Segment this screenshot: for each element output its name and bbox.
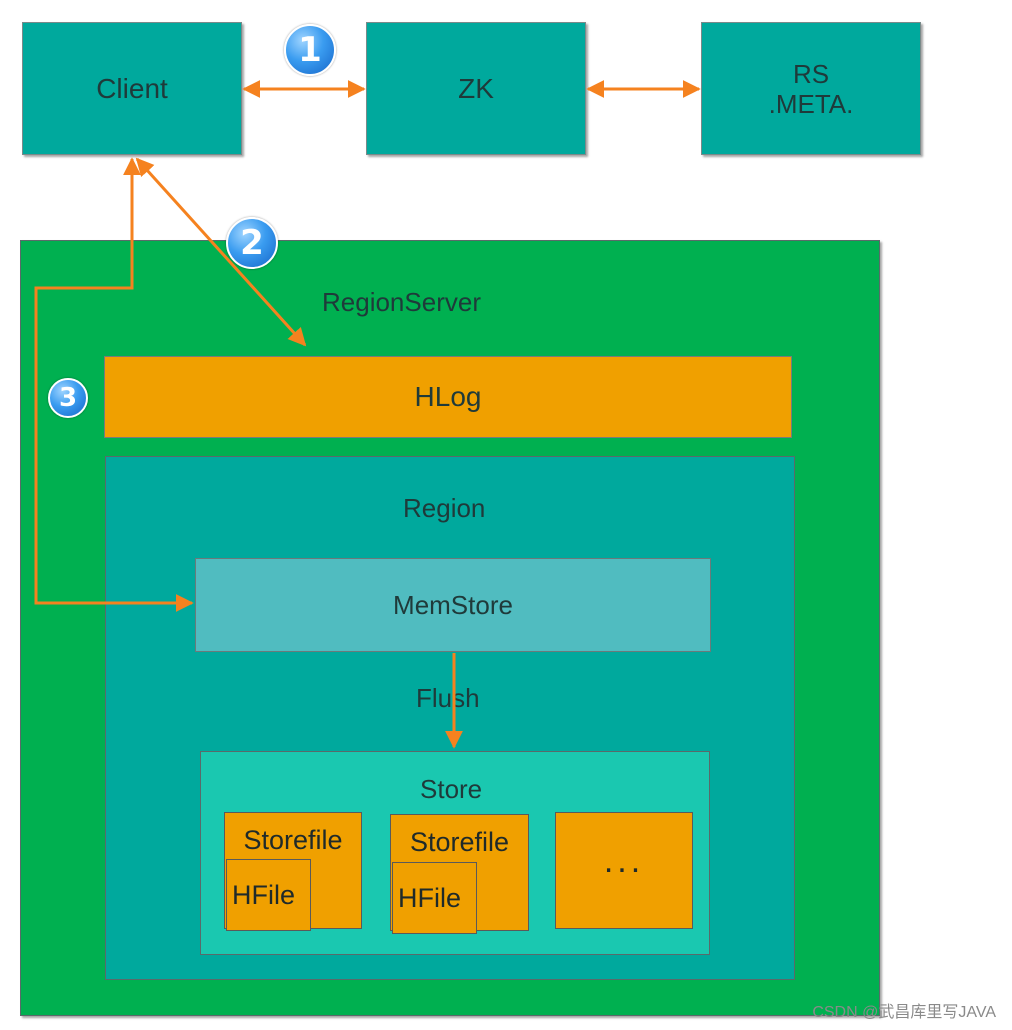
memstore-box: MemStore xyxy=(195,558,711,652)
step-1-icon: 1 xyxy=(284,24,336,76)
memstore-label: MemStore xyxy=(393,589,513,620)
more-storefiles-label: ... xyxy=(603,842,645,880)
flush-label: Flush xyxy=(416,683,480,713)
region-server-label: RegionServer xyxy=(322,287,481,317)
zk-label: ZK xyxy=(458,72,494,104)
more-storefiles-box: ... xyxy=(555,812,693,929)
hlog-box: HLog xyxy=(104,356,792,438)
client-label: Client xyxy=(96,72,168,104)
store-label: Store xyxy=(420,774,483,804)
hfile-label: HFile xyxy=(232,879,296,910)
hlog-label: HLog xyxy=(414,381,482,412)
rs-meta-box: RS .META. xyxy=(701,22,921,155)
storefile-label: Storefile xyxy=(243,825,343,855)
step-2-icon: 2 xyxy=(226,217,278,269)
hfile-label: HFile xyxy=(398,882,462,913)
watermark: CSDN @武昌库里写JAVA xyxy=(812,1004,996,1021)
hfile-box: HFile xyxy=(392,862,477,934)
storefile-label: Storefile xyxy=(409,827,510,857)
region-label: Region xyxy=(403,493,486,523)
rs-meta-label: RS .META. xyxy=(768,58,854,119)
client-box: Client xyxy=(22,22,242,155)
hfile-box: HFile xyxy=(226,859,311,931)
zk-box: ZK xyxy=(366,22,586,155)
step-3-icon: 3 xyxy=(48,378,88,418)
